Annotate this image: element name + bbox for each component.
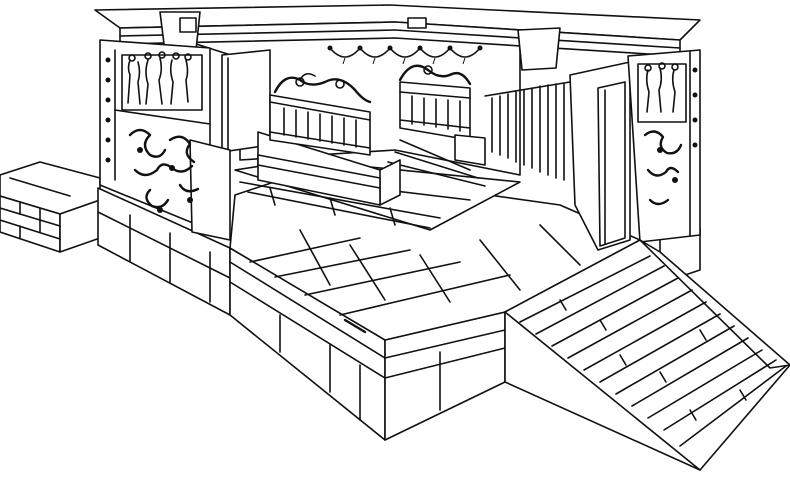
- figure-relief-right: [644, 62, 679, 113]
- figure-relief: [121, 51, 203, 111]
- left-outer-steps: [0, 161, 101, 253]
- stair-treads: [519, 255, 787, 447]
- right-wall: [569, 61, 631, 251]
- vine-scroll-icon: [128, 128, 200, 213]
- altar: [257, 64, 486, 206]
- front-staircase[interactable]: [504, 239, 790, 471]
- back-wall-fluting: [484, 81, 571, 181]
- entablature: [94, 4, 701, 71]
- right-pillar: [627, 49, 701, 243]
- pilaster-ornament: [105, 57, 111, 163]
- back-wall: [189, 31, 571, 181]
- garland-icon: [329, 47, 481, 58]
- baluster-row: [283, 107, 357, 148]
- vine-scroll-right-icon: [643, 130, 683, 206]
- left-wall: [99, 39, 231, 241]
- stair-joints: [559, 299, 747, 421]
